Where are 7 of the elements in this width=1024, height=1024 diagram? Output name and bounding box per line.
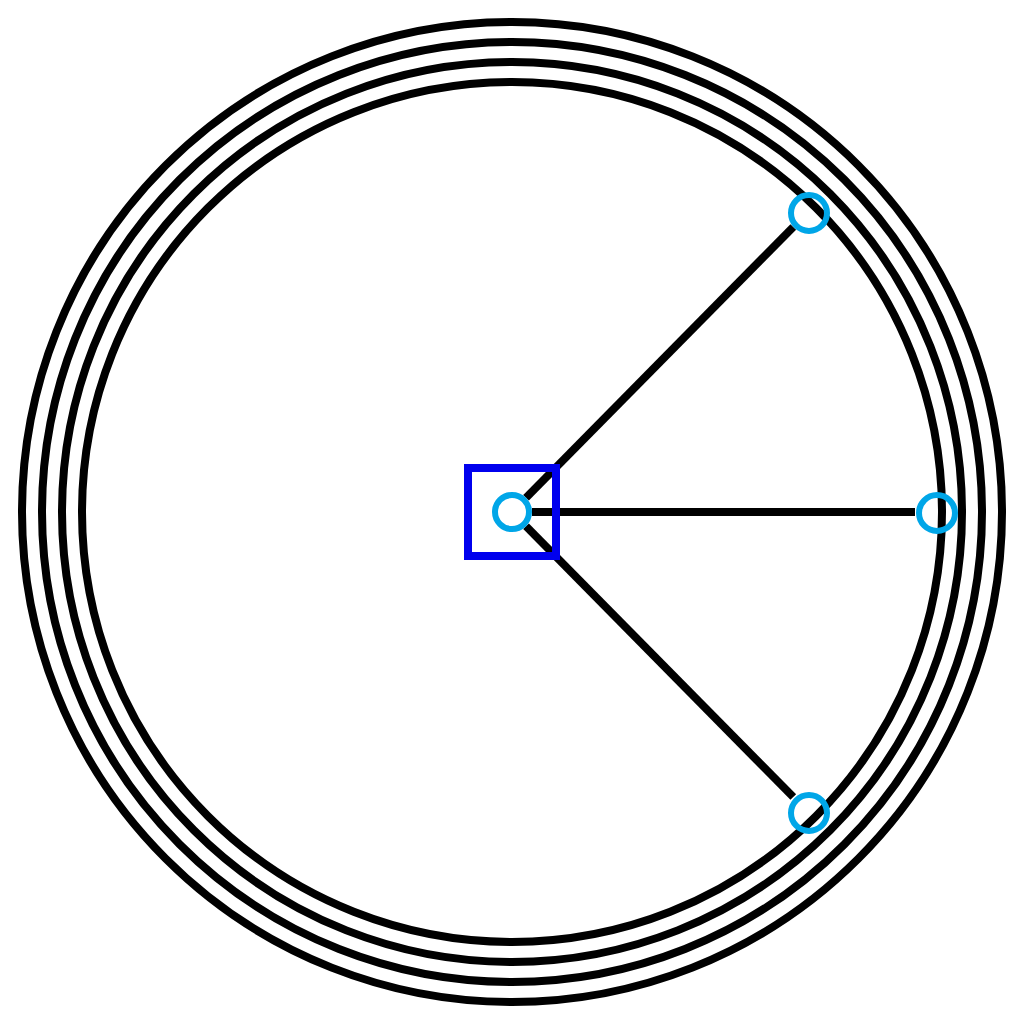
connector-line: [532, 508, 915, 516]
ring-marker: [492, 492, 532, 532]
ring-marker: [787, 191, 829, 233]
ring-marker: [787, 791, 829, 833]
square-frame: [464, 464, 560, 560]
ring-marker: [915, 491, 957, 533]
connector-line: [523, 523, 797, 800]
